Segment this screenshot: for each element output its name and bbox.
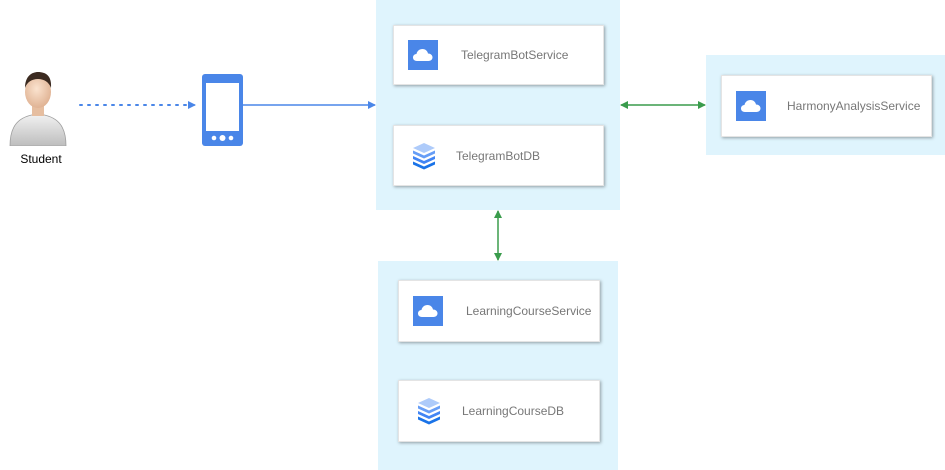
database-icon: [411, 141, 437, 171]
learning-course-db-card[interactable]: LearningCourseDB: [398, 380, 600, 442]
learning-course-service-card[interactable]: LearningCourseService: [398, 280, 600, 342]
cloud-icon: [736, 91, 766, 121]
student-label: Student: [20, 152, 62, 166]
cloud-icon: [408, 40, 438, 70]
smartphone-icon: [202, 74, 243, 146]
learning-course-db-label: LearningCourseDB: [462, 404, 565, 418]
harmony-analysis-service-card[interactable]: HarmonyAnalysisService: [721, 75, 932, 137]
cloud-icon: [413, 296, 443, 326]
telegram-bot-service-label: TelegramBotService: [461, 48, 569, 62]
telegram-bot-db-card[interactable]: TelegramBotDB: [393, 125, 604, 186]
learning-course-service-label: LearningCourseService: [466, 304, 592, 318]
user-avatar-icon: [8, 70, 68, 147]
database-icon: [416, 396, 442, 426]
telegram-bot-service-card[interactable]: TelegramBotService: [393, 25, 604, 85]
harmony-analysis-service-label: HarmonyAnalysisService: [787, 99, 921, 113]
telegram-bot-db-label: TelegramBotDB: [456, 148, 541, 163]
